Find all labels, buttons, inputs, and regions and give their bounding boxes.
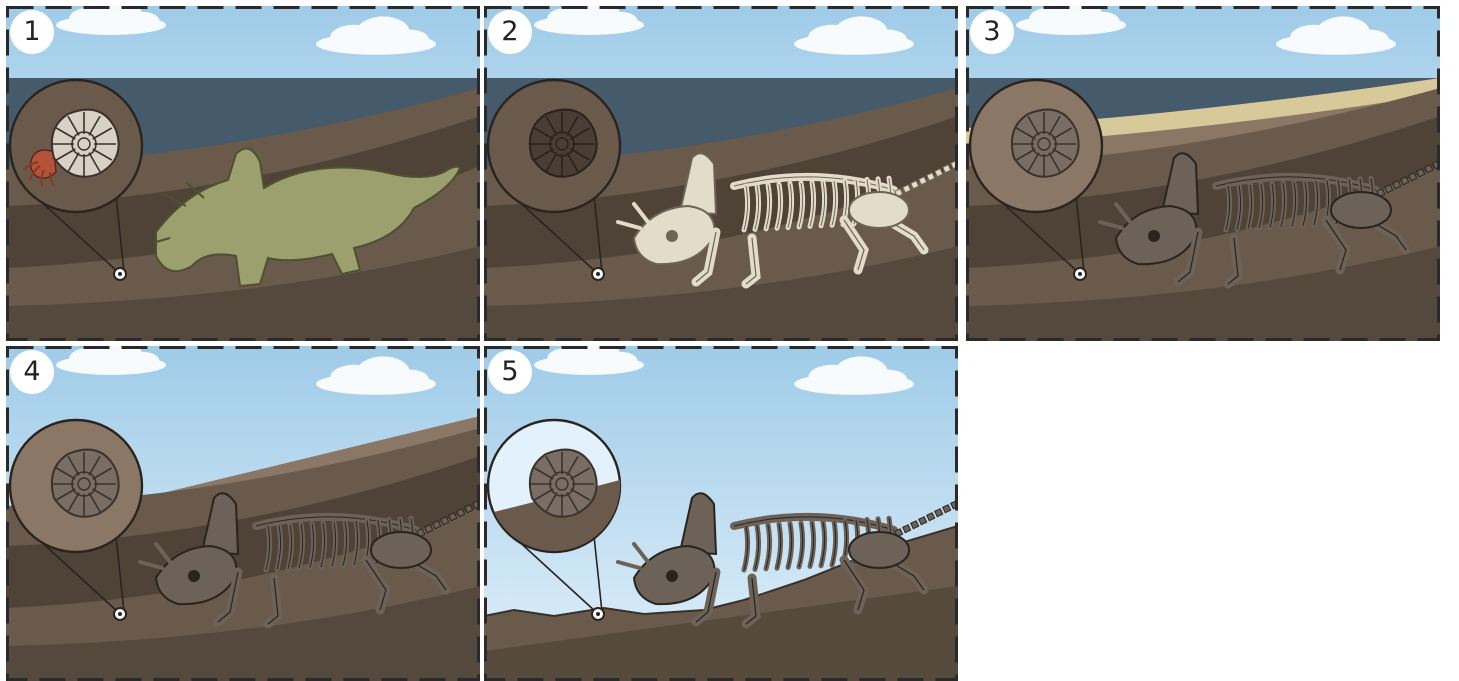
- stage-panel-5: 5: [484, 346, 958, 681]
- stage-illustration: [6, 6, 480, 341]
- stage-number-badge: 1: [10, 10, 54, 54]
- ammonite: [528, 108, 598, 178]
- stage-number-badge: 4: [10, 350, 54, 394]
- stage-illustration: [484, 346, 958, 681]
- stage-panel-3: 3: [966, 6, 1440, 341]
- stage-number-badge: 2: [488, 10, 532, 54]
- stage-illustration: [484, 6, 958, 341]
- ammonite: [528, 448, 598, 518]
- stage-number-badge: 5: [488, 350, 532, 394]
- stage-illustration: [966, 6, 1440, 341]
- stage-panel-1: 1: [6, 6, 480, 341]
- ammonite: [1010, 108, 1080, 178]
- stage-illustration: [6, 346, 480, 681]
- ammonite: [50, 448, 120, 518]
- stage-number-badge: 3: [970, 10, 1014, 54]
- stage-panel-2: 2: [484, 6, 958, 341]
- stage-panel-4: 4: [6, 346, 480, 681]
